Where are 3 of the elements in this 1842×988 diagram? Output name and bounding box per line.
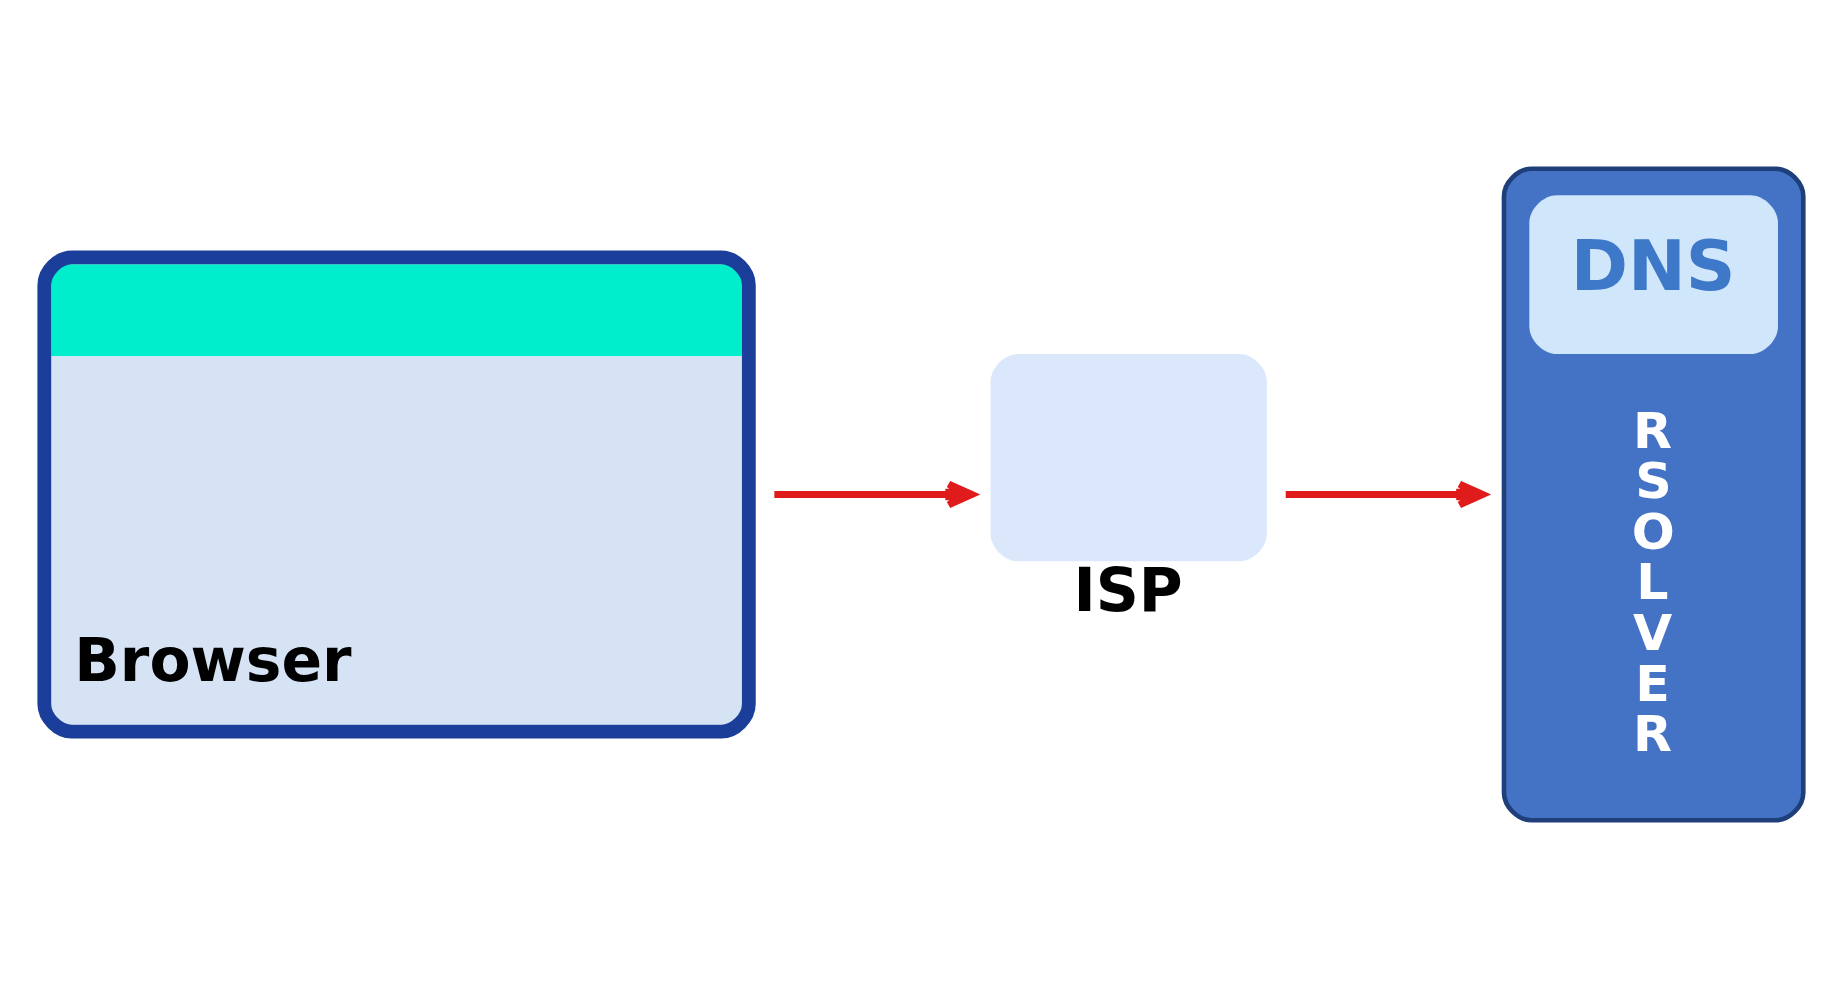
node-label: ISP (1072, 554, 1183, 625)
node-box: Browser (36, 249, 756, 739)
node-box (990, 353, 1267, 561)
